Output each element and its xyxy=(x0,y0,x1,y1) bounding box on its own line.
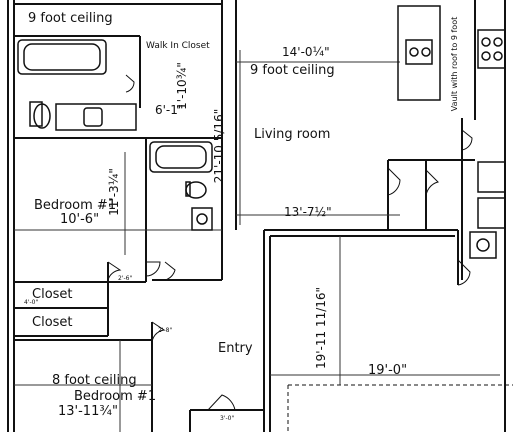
kitchen-dimension: 14'-0¼" xyxy=(282,45,330,59)
hall-dimension: 13'-7½" xyxy=(284,205,332,219)
bedroom-2-width: 10'-6" xyxy=(60,212,100,227)
closet-a-label: Closet xyxy=(32,287,73,302)
washer-dryer xyxy=(477,161,506,229)
kitchen-island xyxy=(397,5,441,101)
door-size-2-6: 2'-6" xyxy=(118,275,133,282)
bedroom-2-name: Bedroom #1 xyxy=(34,198,117,213)
door-swings xyxy=(107,74,473,411)
bedroom-1-dimension: 13'-11¾" xyxy=(58,404,118,419)
wic-height-dimension: 1'-10¾" xyxy=(174,62,189,110)
vanity-sink xyxy=(55,103,137,131)
water-heater xyxy=(469,231,497,259)
garage-depth: 19'-11 11/16" xyxy=(314,286,329,370)
door-size-4-0: 4'-0" xyxy=(24,299,39,306)
hall-bath-fixtures xyxy=(185,181,213,231)
living-room-label: Living room xyxy=(254,127,331,142)
entry-label: Entry xyxy=(218,341,253,356)
living-room-depth: 21'-10 5/16" xyxy=(212,108,227,184)
door-size-2-8: 2'-8" xyxy=(158,327,173,334)
wic-dimension: 6'-1" xyxy=(155,103,184,117)
ceiling-note-top: 9 foot ceiling xyxy=(28,11,113,26)
kitchen-ceiling-note: 9 foot ceiling xyxy=(250,63,335,78)
bathtub-fixture xyxy=(17,39,107,75)
bedroom-2-depth: 11'-3¼" xyxy=(106,168,121,216)
closet-b-label: Closet xyxy=(32,315,73,330)
garage-width: 19'-0" xyxy=(368,363,408,378)
bedroom-1-name: Bedroom #1 xyxy=(74,389,157,404)
bedroom-1-ceiling: 8 foot ceiling xyxy=(52,373,137,388)
range-stove xyxy=(477,29,506,69)
toilet-fixture xyxy=(29,101,51,129)
walk-in-closet-label: Walk In Closet xyxy=(146,41,210,51)
vault-note: Vault with roof to 9 foot xyxy=(450,16,460,112)
exterior-wall-left xyxy=(7,0,15,432)
hall-tub-fixture xyxy=(149,141,213,173)
dimension-lines xyxy=(14,50,500,432)
door-size-3-0: 3'-0" xyxy=(220,415,235,422)
